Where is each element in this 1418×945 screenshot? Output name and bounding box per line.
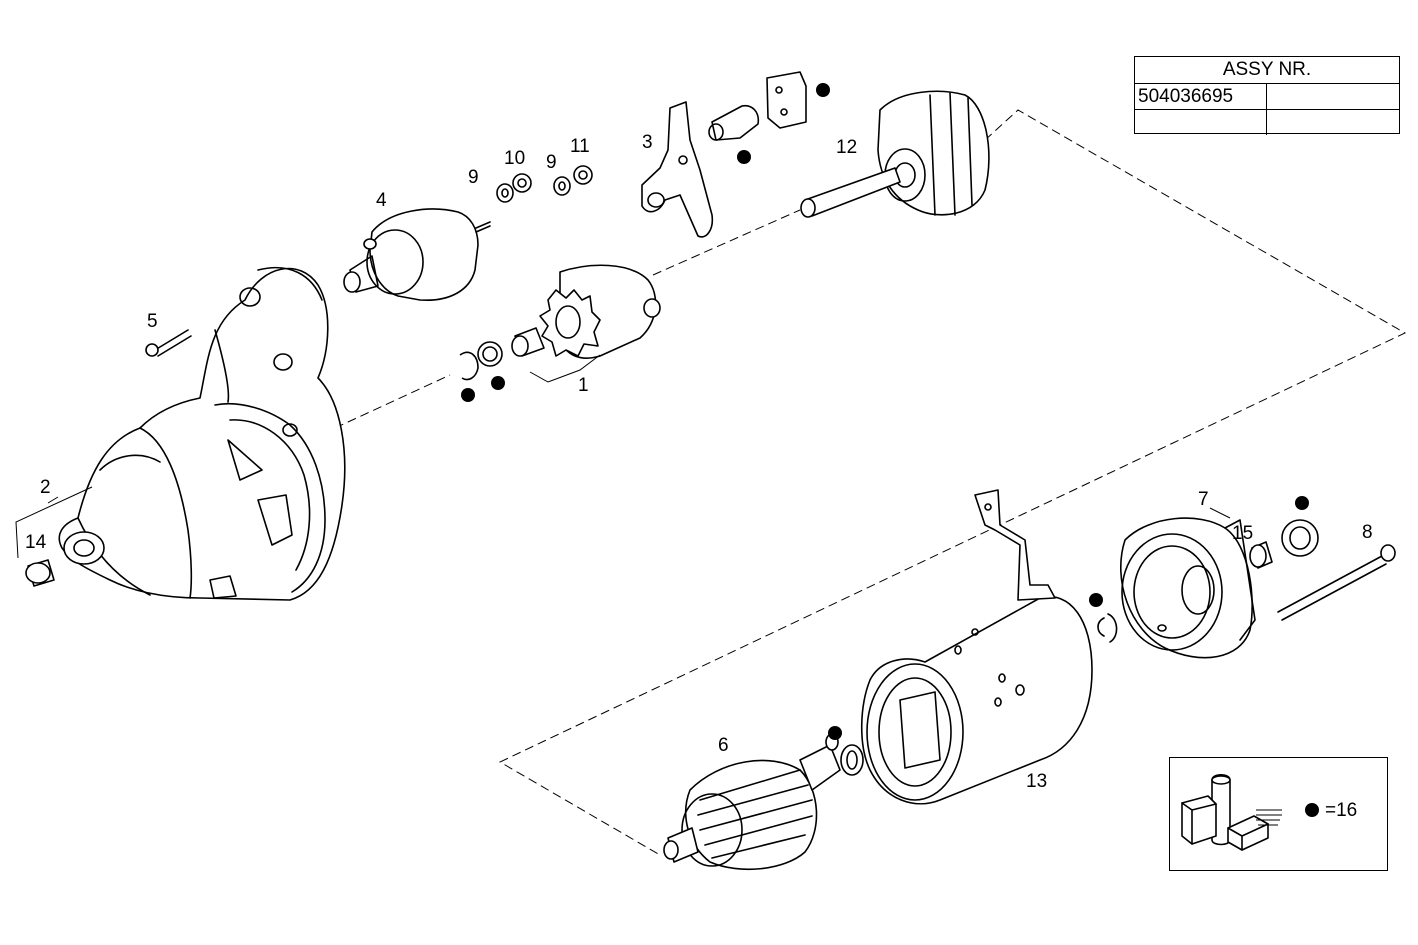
part-4-solenoid [343,208,491,301]
part-5-screw [145,329,192,357]
kit-legend-text: =16 [1325,800,1358,821]
assy-table-row: 504036695 [1135,84,1399,110]
callout-10: 10 [504,148,525,169]
callout-11: 11 [570,136,590,157]
part-13-yoke [860,489,1093,805]
callout-6: 6 [718,735,729,756]
kit-legend: =16 [1169,757,1388,871]
kit-dot [1089,593,1103,607]
callout-3: 3 [642,132,653,153]
callout-14: 14 [25,532,47,553]
part-7-end-cover [1120,517,1256,659]
part-3-shift-lever [641,71,807,238]
part-14-bush [25,559,55,587]
assy-cell [1135,110,1267,135]
kit-icon [1181,773,1319,851]
part-6-armature [663,733,841,871]
callout-13: 13 [1026,771,1047,792]
kit-dot [816,83,830,97]
kit-dot [461,388,475,402]
leader-lines [15,486,1231,559]
part-8-through-bolt [1277,544,1396,621]
part-circlip [1097,613,1118,643]
part-cap [1281,519,1319,557]
callout-9: 9 [546,152,557,173]
assy-number-cell: 504036695 [1135,84,1267,109]
kit-dot [737,150,751,164]
kit-dot [1295,496,1309,510]
part-washer-armature [840,744,864,776]
callout-7: 7 [1198,489,1209,510]
assembly-number-table: ASSY NR. 504036695 [1134,56,1400,135]
callout-4: 4 [376,190,387,211]
callout-12: 12 [836,137,857,158]
callout-9: 9 [468,167,479,188]
assembly-axis-lines [334,109,1407,856]
part-12-shaft-assembly [800,90,990,218]
callout-1: 1 [578,375,589,396]
assy-table-header: ASSY NR. [1135,57,1399,84]
callout-labels: 1 2 3 4 5 6 7 8 9 9 10 11 12 13 14 15 [25,132,1373,792]
assy-cell [1267,110,1399,135]
kit-dot [491,376,505,390]
assy-table-row [1135,110,1399,135]
kit-dots [461,83,1309,740]
assy-cell [1267,84,1399,109]
part-15-bush [1249,541,1273,569]
callout-8: 8 [1362,522,1373,543]
parts-9-10-11-washers-nuts [496,165,593,203]
callout-15: 15 [1232,523,1253,544]
part-2-drive-housing [58,266,346,601]
callout-2: 2 [40,477,51,498]
kit-dot [828,726,842,740]
part-1-pinion-drive [459,264,661,383]
callout-5: 5 [147,311,158,332]
legend-dot [1305,803,1319,817]
